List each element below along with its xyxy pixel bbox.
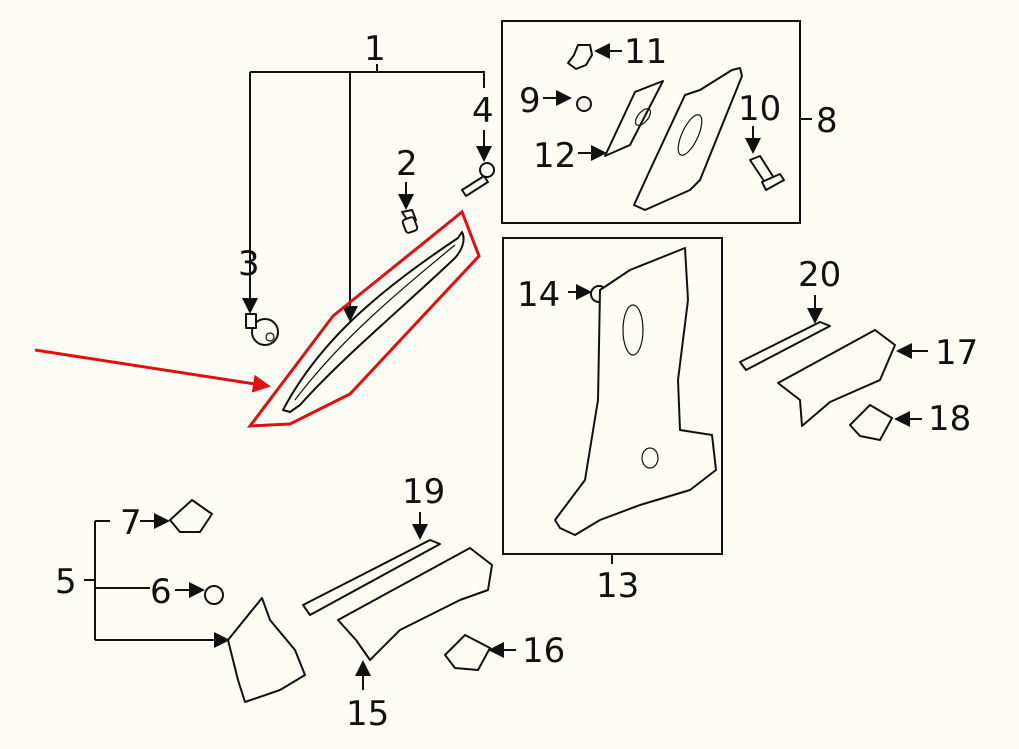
- part-10-fastener: [749, 155, 785, 191]
- callout-7: 7: [120, 503, 142, 543]
- part-18-clip: [849, 404, 893, 441]
- callout-4: 4: [472, 91, 494, 131]
- part-4-screw: [461, 162, 495, 197]
- part-16-clip: [444, 634, 491, 671]
- callout-3: 3: [238, 244, 260, 284]
- callout-20: 20: [798, 255, 841, 295]
- part-6-clip: [204, 585, 224, 605]
- callout-6: 6: [150, 572, 172, 612]
- part-20-scuff-strip: [739, 321, 831, 371]
- part-5-kick-panel: [227, 597, 306, 703]
- callout-16: 16: [522, 631, 565, 671]
- part-3-grommet: [245, 313, 279, 346]
- callout-2: 2: [396, 144, 418, 184]
- callout-10: 10: [738, 89, 781, 129]
- part-19-scuff-strip: [302, 539, 441, 616]
- part-15-sill-plate: [337, 547, 493, 661]
- callout-17: 17: [935, 333, 978, 373]
- callout-15: 15: [346, 694, 389, 734]
- group-box-8: [501, 20, 801, 224]
- callout-18: 18: [928, 399, 971, 439]
- part-2-clip: [401, 209, 419, 234]
- part-1-a-pillar-trim: [282, 231, 465, 413]
- callout-12: 12: [533, 136, 576, 176]
- callout-11: 11: [624, 32, 667, 72]
- highlight-outline: [246, 209, 481, 428]
- part-17-sill-plate: [777, 329, 896, 427]
- callout-8: 8: [816, 101, 838, 141]
- callout-9: 9: [519, 81, 541, 121]
- part-12-trim: [604, 80, 664, 157]
- callout-19: 19: [402, 472, 445, 512]
- part-13-b-pillar-trim: [554, 247, 717, 536]
- part-11-clip: [567, 44, 593, 70]
- callout-1: 1: [364, 29, 386, 69]
- highlight-arrow: [34, 348, 271, 393]
- part-8-pillar-trim: [633, 67, 743, 211]
- part-7-clip: [169, 499, 213, 533]
- callout-5: 5: [55, 562, 77, 602]
- part-9-clip: [576, 96, 592, 112]
- callout-1-leader: [242, 64, 492, 322]
- callout-13: 13: [596, 566, 639, 606]
- callout-14: 14: [517, 275, 560, 315]
